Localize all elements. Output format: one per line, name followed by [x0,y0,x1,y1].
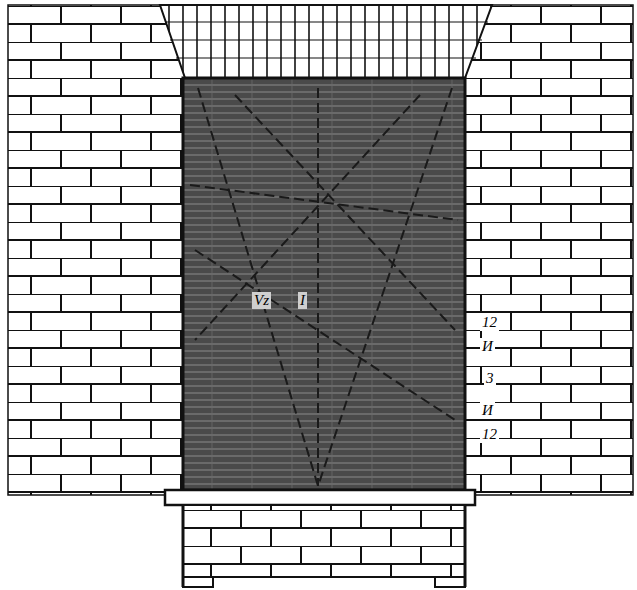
dashed-lines [190,88,458,486]
callout-label: 3 [484,370,496,387]
window-sill [165,490,475,505]
callout-label: Vz [252,292,271,309]
callout-label: И [480,402,495,419]
brick-wall [8,5,633,495]
brick-infill [183,78,465,490]
brick-pier [183,505,465,577]
callout-label: 12 [480,314,499,331]
callout-label: И [480,338,495,355]
callout-label: 12 [480,426,499,443]
arch-lintel [160,5,492,78]
callout-label: I [298,292,307,309]
